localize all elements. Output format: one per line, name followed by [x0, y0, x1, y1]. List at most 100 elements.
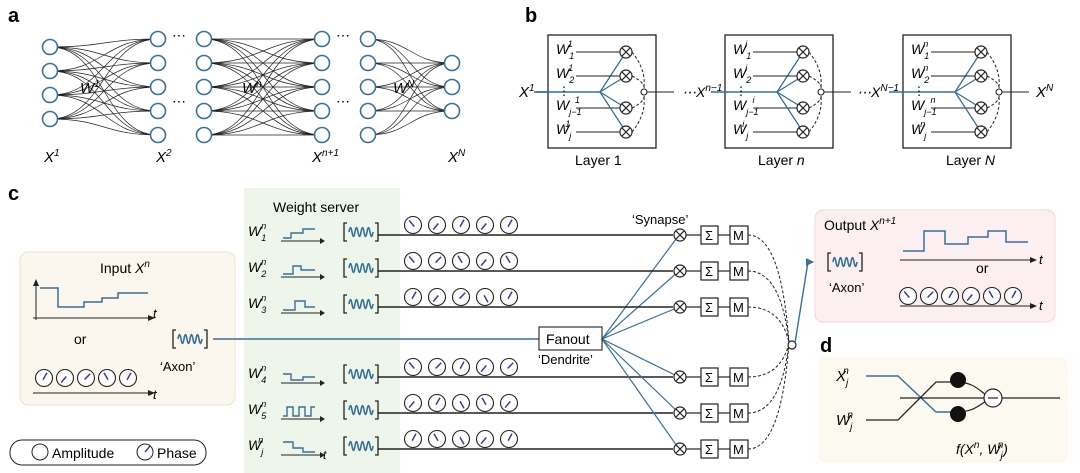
dendrite-label: ‘Dendrite’ [538, 352, 593, 367]
layer-weight-label: W2i [733, 63, 751, 85]
phase-icon [34, 368, 54, 388]
network-node [443, 78, 461, 96]
ellipsis: ⋯ [336, 27, 350, 43]
layer-weight-N: WN [393, 79, 415, 97]
weight-label: W1n [248, 221, 266, 243]
phase-icon [475, 393, 495, 413]
weight-label: W2n [248, 257, 266, 279]
network-node [195, 30, 213, 48]
weight-label: Wjn [248, 435, 264, 457]
column-label-xn1: Xn+1 [311, 148, 339, 166]
network-node [443, 54, 461, 72]
phase-icon [475, 287, 495, 307]
panel-c-architecture: Input Xn t or t Weight server ‘Axon’ W1n… [9, 188, 1056, 473]
panel-letter-b: b [525, 5, 537, 27]
phase-icon [919, 286, 939, 306]
weight-channel-row: W3n Σ M [248, 287, 790, 344]
column-label-x2: X2 [155, 148, 172, 166]
b-mid-label-1: ⋯Xn−1 [682, 83, 722, 100]
network-node [149, 30, 167, 48]
panel-letter-d: d [820, 335, 832, 357]
svg-text:t: t [153, 387, 158, 402]
summation-node [787, 340, 797, 350]
panel-b-layers: X1 ⋯Xn−1 ⋯XN−1 XN W11W21Wj−11Wj1⋮W1iW2iW… [518, 34, 1054, 168]
phase-icon [499, 429, 519, 449]
network-node [313, 30, 331, 48]
weight-label: W3n [248, 293, 266, 315]
network-node [313, 126, 331, 144]
output-arrowhead [806, 258, 814, 266]
d-detector-bottom [950, 406, 966, 422]
memory-symbol: M [733, 300, 744, 315]
network-node [149, 78, 167, 96]
weight-signal [281, 406, 325, 422]
phase-icon [898, 286, 918, 306]
d-function-label: f(Xn, Wjn) [956, 440, 1008, 462]
network-node [359, 30, 377, 48]
weight-signal: t [281, 441, 327, 462]
sum-symbol: Σ [705, 370, 713, 385]
phase-icon [427, 251, 447, 271]
multiplier-icon [619, 45, 633, 59]
network-nodes [41, 30, 461, 144]
phase-icon [76, 368, 96, 388]
sum-symbol: Σ [705, 300, 713, 315]
memory-symbol: M [733, 228, 744, 243]
phase-icon [427, 287, 447, 307]
phase-icon [1003, 286, 1023, 306]
d-w-path [866, 381, 956, 421]
synapse-multiplier-icon [673, 300, 687, 314]
phase-icon [55, 368, 75, 388]
network-node [195, 54, 213, 72]
multiplier-icon [796, 69, 810, 83]
b-mid-label-2: ⋯XN−1 [857, 83, 899, 100]
input-or: or [74, 331, 87, 347]
layer-weight-label: W21 [556, 63, 574, 85]
phase-icon [427, 215, 447, 235]
weight-server-title: Weight server [273, 199, 359, 215]
layer-caption-1: Layer 1 [575, 152, 622, 168]
multiplier-icon [974, 101, 988, 115]
b-input-label: X1 [518, 83, 535, 101]
phase-icon [982, 286, 1002, 306]
phase-icon [451, 215, 471, 235]
readout-path [747, 342, 790, 414]
phase-icon [499, 251, 519, 271]
svg-text:t: t [323, 448, 327, 462]
amplitude-legend-icon [31, 443, 49, 461]
network-node [359, 102, 377, 120]
layer-weight-label: Wj1 [556, 119, 572, 141]
layer-weight-n: Wn [242, 79, 262, 97]
network-node [41, 110, 59, 128]
network-node [359, 54, 377, 72]
phase-icon [403, 393, 423, 413]
output-phase-row [898, 286, 1023, 306]
layer-weight-label: W1i [733, 39, 751, 61]
vertical-ellipsis: ⋮ [558, 84, 570, 98]
input-box [19, 251, 236, 406]
phase-icon [118, 368, 138, 388]
layer-weight-1: W1 [80, 79, 100, 97]
input-phase-row [34, 368, 138, 388]
synapse-multiplier-icon [673, 406, 687, 420]
multiplier-icon [619, 69, 633, 83]
fanout-label: Fanout [546, 331, 590, 347]
network-node [195, 126, 213, 144]
phase-icon [427, 393, 447, 413]
layer-caption-N: Layer N [946, 152, 996, 168]
readout-path [747, 342, 790, 378]
svg-text:t: t [153, 306, 158, 321]
phase-icon [403, 429, 423, 449]
weight-signal [281, 265, 325, 280]
input-amplitude-plot: t [33, 279, 158, 321]
network-node [359, 126, 377, 144]
d-w-label: Wjn [836, 410, 853, 433]
output-time-axis: t [900, 298, 1044, 313]
ellipsis: ⋯ [172, 93, 186, 109]
phase-icon [499, 393, 519, 413]
weight-server-box [244, 188, 400, 473]
network-node [313, 78, 331, 96]
